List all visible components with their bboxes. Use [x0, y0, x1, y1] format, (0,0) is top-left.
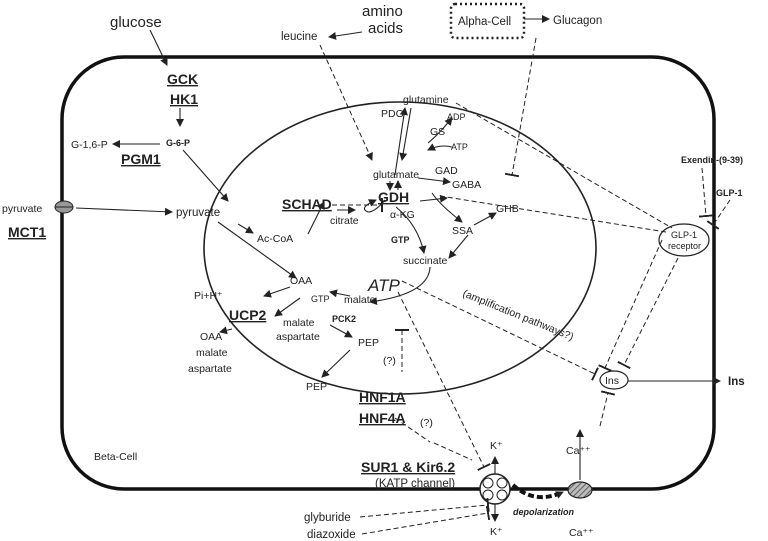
insulin-vesicle	[599, 370, 629, 390]
depolarization-arrow	[511, 483, 564, 500]
g16p-label: G-1,6-P	[71, 139, 108, 151]
solid-arrows	[75, 15, 721, 522]
glutamine-label: glutamine	[403, 94, 449, 106]
atp-label: ATP	[367, 276, 400, 295]
ac-coa-label: Ac-CoA	[257, 233, 293, 245]
question-label-2: (?)	[420, 417, 433, 429]
ssa-label: SSA	[452, 225, 473, 237]
pep-label: PEP	[358, 337, 379, 349]
gene-hnf1a: HNF1A	[359, 389, 406, 405]
ins-vesicle-label: Ins	[605, 375, 619, 387]
glucagon-label: Glucagon	[553, 15, 602, 27]
malate-inside-label: malate	[344, 294, 376, 306]
ghb-label: GHB	[496, 203, 519, 215]
adp-label: ADP	[447, 112, 466, 122]
gene-mct1: MCT1	[8, 224, 46, 240]
gtp-label: GTP	[391, 235, 410, 245]
akg-label: α-KG	[390, 209, 415, 221]
gene-schad: SCHAD	[282, 196, 332, 212]
pep-outside-label: PEP	[306, 381, 327, 393]
pdg-label: PDG	[381, 108, 404, 120]
katp-channel-label: (KATP channel)	[375, 478, 455, 490]
amino-acids-label: amino	[362, 3, 403, 20]
gene-pck2: PCK2	[332, 314, 356, 324]
gtp-small-label: GTP	[311, 294, 330, 304]
glucose-label: glucose	[110, 14, 162, 31]
gene-sur1-kir62: SUR1 & Kir6.2	[361, 459, 455, 475]
g6p-label: G-6-P	[166, 138, 190, 148]
gene-hnf4a: HNF4A	[359, 410, 406, 426]
amino-acids-label-2: acids	[368, 20, 403, 37]
glp1-label: GLP-1	[716, 188, 743, 198]
glp1-receptor	[658, 223, 710, 257]
diazoxide-label: diazoxide	[307, 529, 356, 541]
question-label-1: (?)	[383, 355, 396, 367]
gaba-label: GABA	[452, 179, 481, 191]
pi-h-label: Pi+H⁺	[194, 290, 223, 302]
glutamate-label: glutamate	[373, 169, 419, 181]
oaa-outside-label: OAA	[200, 331, 222, 343]
mitochondrion	[203, 101, 597, 395]
glp1-receptor-label-2: receptor	[668, 241, 701, 251]
depolarization-label: depolarization	[513, 507, 575, 517]
beta-cell-membrane	[60, 55, 716, 491]
succinate-label: succinate	[403, 255, 448, 267]
citrate-label: citrate	[330, 215, 359, 227]
atp-small-label: ATP	[451, 142, 468, 152]
gene-ucp2: UCP2	[229, 307, 267, 323]
gene-pgm1: PGM1	[121, 151, 161, 167]
ca-inside-label: Ca⁺⁺	[566, 445, 591, 457]
dashed-regulation-lines	[319, 37, 731, 535]
pyruvate-inside-label: pyruvate	[176, 207, 220, 219]
pyruvate-outside-label: pyruvate	[2, 203, 42, 215]
gene-gdh: GDH	[378, 189, 409, 205]
k-inside-label: K⁺	[490, 440, 503, 452]
calcium-channel	[567, 481, 593, 499]
gene-hk1: HK1	[170, 91, 198, 107]
katp-channel	[479, 473, 511, 505]
malate-mid-label: malate	[283, 317, 315, 329]
k-outside-label: K⁺	[490, 526, 503, 538]
leucine-label: leucine	[281, 31, 317, 43]
oaa-label: OAA	[290, 275, 312, 287]
gs-label: GS	[430, 126, 445, 138]
alpha-cell-label: Alpha-Cell	[458, 16, 511, 28]
glp1-receptor-label: GLP-1	[671, 230, 697, 240]
ca-outside-label: Ca⁺⁺	[569, 527, 594, 539]
alpha-cell-box	[449, 2, 526, 40]
gad-label: GAD	[435, 165, 458, 177]
aspartate-outside-label: aspartate	[188, 363, 232, 375]
malate-outside-label: malate	[196, 347, 228, 359]
ins-secreted-label: Ins	[728, 376, 745, 388]
aspartate-mid-label: aspartate	[276, 331, 320, 343]
exendin-label: Exendin-(9-39)	[681, 155, 743, 165]
beta-cell-label: Beta-Cell	[94, 451, 137, 463]
amplification-label: (amplification pathways?)	[461, 288, 575, 344]
glyburide-label: glyburide	[304, 512, 351, 524]
gene-gck: GCK	[167, 71, 198, 87]
